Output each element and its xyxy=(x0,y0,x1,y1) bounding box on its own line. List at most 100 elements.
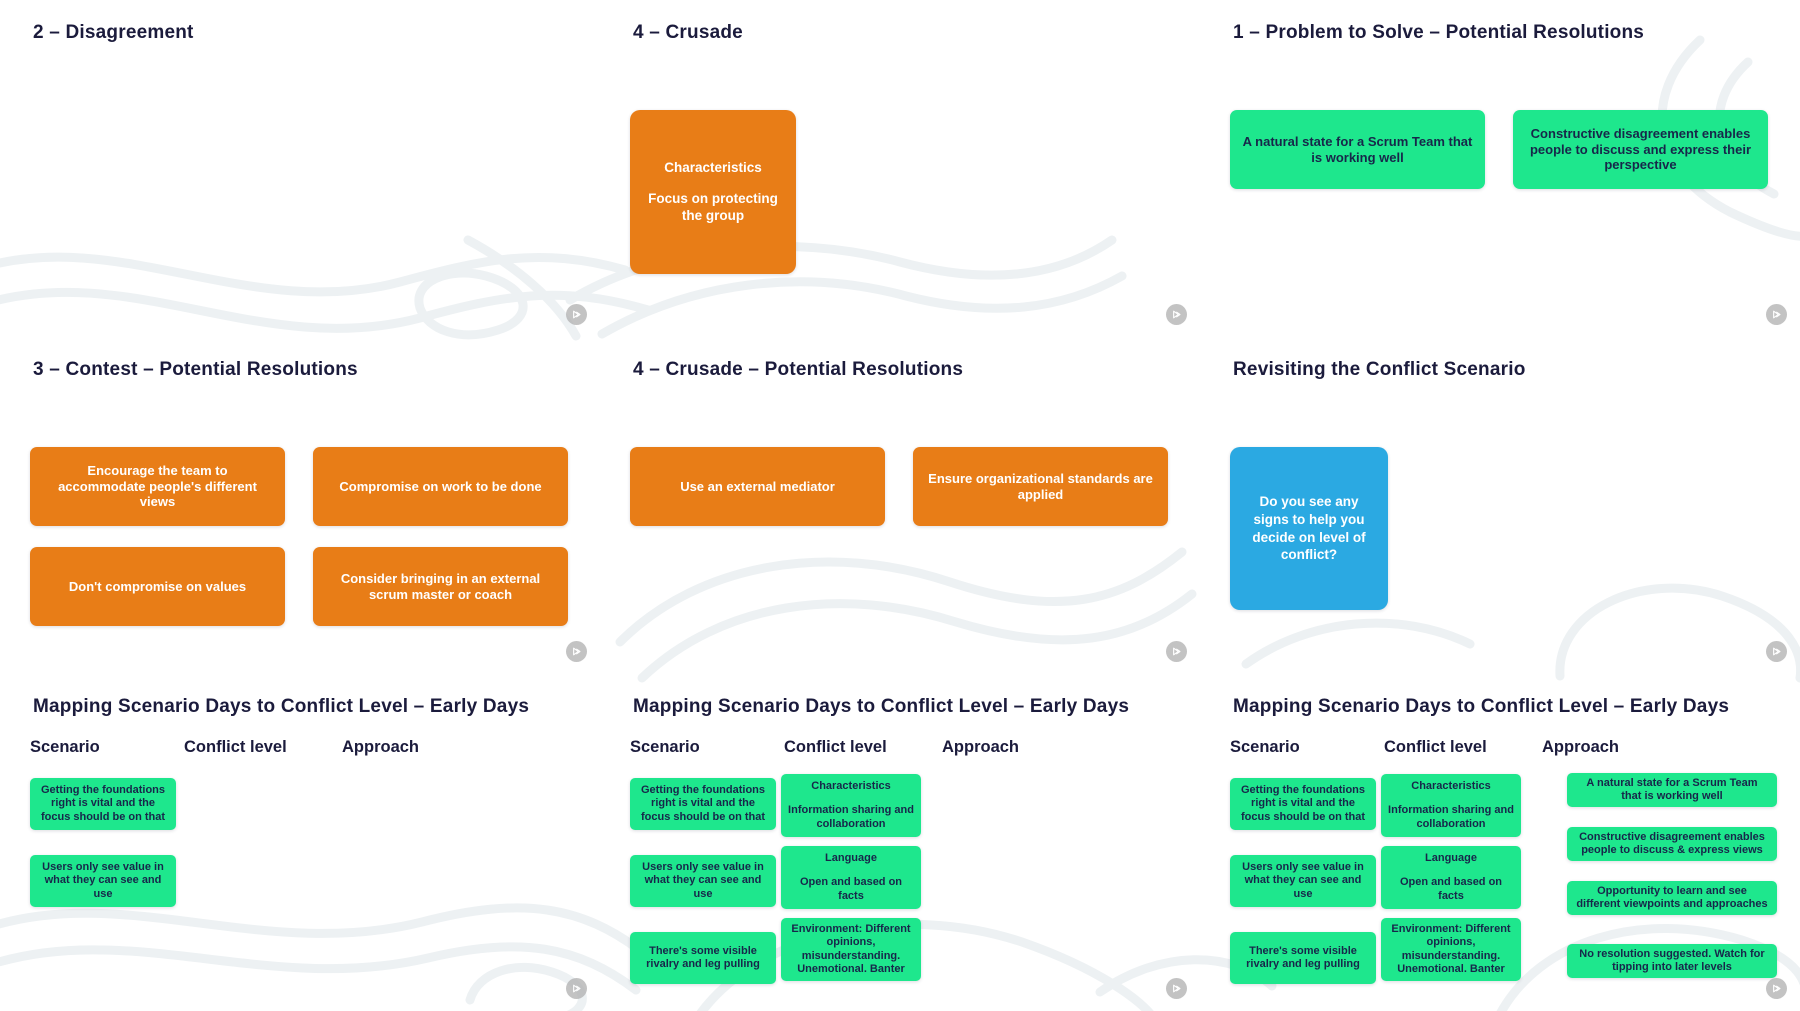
sticky-note[interactable]: Constructive disagreement enables people… xyxy=(1513,110,1768,189)
frame-title[interactable]: 1 – Problem to Solve – Potential Resolut… xyxy=(1233,22,1645,43)
sticky-note-text: Users only see value in what they can se… xyxy=(642,861,764,900)
sticky-note[interactable]: Do you see any signs to help you decide … xyxy=(1230,447,1388,610)
sticky-note[interactable]: Getting the foundations right is vital a… xyxy=(30,778,176,830)
sticky-note[interactable]: There's some visible rivalry and leg pul… xyxy=(1230,932,1376,984)
sticky-note-text: Characteristics xyxy=(664,160,762,176)
sticky-note[interactable]: Users only see value in what they can se… xyxy=(1230,855,1376,907)
frame-title[interactable]: Mapping Scenario Days to Conflict Level … xyxy=(633,696,1130,717)
column-header-conflict[interactable]: Conflict level xyxy=(184,738,287,756)
frame-4-crusade-resolutions: 4 – Crusade – Potential Resolutions Use … xyxy=(600,337,1200,674)
sticky-note[interactable]: Environment: Different opinions, misunde… xyxy=(781,918,921,981)
sticky-note[interactable]: Environment: Different opinions, misunde… xyxy=(1381,918,1521,981)
sticky-note-text: Characteristics xyxy=(811,780,891,793)
sticky-note-text: Open and based on facts xyxy=(1399,876,1503,902)
sticky-note-text: Constructive disagreement enables people… xyxy=(1579,830,1765,856)
frame-title[interactable]: Revisiting the Conflict Scenario xyxy=(1233,359,1526,380)
sticky-note[interactable]: Ensure organizational standards are appl… xyxy=(913,447,1168,526)
sticky-note[interactable]: Users only see value in what they can se… xyxy=(630,855,776,907)
sticky-note-text: Environment: Different opinions, misunde… xyxy=(1391,923,1511,975)
sticky-note-text: Encourage the team to accommodate people… xyxy=(58,463,257,510)
sticky-note-text: Open and based on facts xyxy=(799,876,903,902)
frame-play-icon[interactable] xyxy=(1766,641,1787,662)
frame-play-icon[interactable] xyxy=(566,978,587,999)
sticky-note-text: Users only see value in what they can se… xyxy=(1242,861,1364,900)
sticky-note-text: No resolution suggested. Watch for tippi… xyxy=(1579,947,1765,973)
frame-title[interactable]: 4 – Crusade – Potential Resolutions xyxy=(633,359,964,380)
column-approach: A natural state for a Scrum Team that is… xyxy=(1567,773,1777,978)
frame-2-disagreement: 2 – Disagreement xyxy=(0,0,600,337)
sticky-note-text: Opportunity to learn and see different v… xyxy=(1576,884,1768,910)
sticky-note[interactable]: Users only see value in what they can se… xyxy=(30,855,176,907)
sticky-note[interactable]: Getting the foundations right is vital a… xyxy=(630,778,776,830)
sticky-note[interactable]: A natural state for a Scrum Team that is… xyxy=(1230,110,1485,189)
frame-mapping-early-days-2: Mapping Scenario Days to Conflict Level … xyxy=(600,674,1200,1011)
frame-title[interactable]: 4 – Crusade xyxy=(633,22,743,43)
frame-play-icon[interactable] xyxy=(1766,304,1787,325)
column-header-conflict[interactable]: Conflict level xyxy=(784,738,887,756)
sticky-note[interactable]: Don't compromise on values xyxy=(30,547,285,626)
column-header-conflict[interactable]: Conflict level xyxy=(1384,738,1487,756)
column-header-scenario[interactable]: Scenario xyxy=(630,738,700,756)
sticky-note-text: A natural state for a Scrum Team that is… xyxy=(1586,776,1758,802)
sticky-note[interactable]: Constructive disagreement enables people… xyxy=(1567,827,1777,861)
sticky-note-text: Use an external mediator xyxy=(680,478,835,494)
sticky-note[interactable]: Opportunity to learn and see different v… xyxy=(1567,881,1777,915)
column-header-scenario[interactable]: Scenario xyxy=(1230,738,1300,756)
frame-play-icon[interactable] xyxy=(1766,978,1787,999)
sticky-note[interactable]: Getting the foundations right is vital a… xyxy=(1230,778,1376,830)
frame-title[interactable]: Mapping Scenario Days to Conflict Level … xyxy=(1233,696,1730,717)
sticky-note-text: Do you see any signs to help you decide … xyxy=(1252,494,1366,563)
frame-mapping-early-days-1: Mapping Scenario Days to Conflict Level … xyxy=(0,674,600,1011)
sticky-note-text: Don't compromise on values xyxy=(68,578,247,594)
column-scenario: Getting the foundations right is vital a… xyxy=(30,778,176,907)
sticky-note[interactable]: Encourage the team to accommodate people… xyxy=(30,447,285,526)
sticky-note-text: Constructive disagreement enables people… xyxy=(1529,126,1752,173)
sticky-note-text: A natural state for a Scrum Team that is… xyxy=(1242,133,1473,165)
frame-play-icon[interactable] xyxy=(566,304,587,325)
frame-play-icon[interactable] xyxy=(1166,641,1187,662)
frame-mapping-early-days-3: Mapping Scenario Days to Conflict Level … xyxy=(1200,674,1800,1011)
sticky-note-text: Getting the foundations right is vital a… xyxy=(40,784,166,823)
frame-play-icon[interactable] xyxy=(1166,978,1187,999)
sticky-note[interactable]: There's some visible rivalry and leg pul… xyxy=(630,932,776,984)
sticky-note-text: Users only see value in what they can se… xyxy=(42,861,164,900)
frame-title[interactable]: 3 – Contest – Potential Resolutions xyxy=(33,359,358,380)
sticky-note[interactable]: Consider bringing in an external scrum m… xyxy=(313,547,568,626)
column-scenario: Getting the foundations right is vital a… xyxy=(1230,778,1376,984)
sticky-note[interactable]: Use an external mediator xyxy=(630,447,885,526)
sticky-note-text: Ensure organizational standards are appl… xyxy=(928,470,1153,502)
sticky-note-text: Language xyxy=(1425,852,1477,865)
column-header-approach[interactable]: Approach xyxy=(342,738,420,756)
sticky-note-text: Information sharing and collaboration xyxy=(1388,804,1514,830)
frame-play-icon[interactable] xyxy=(1166,304,1187,325)
sticky-note-text: Environment: Different opinions, misunde… xyxy=(791,923,911,975)
sticky-note-text: Consider bringing in an external scrum m… xyxy=(340,570,541,602)
sticky-note-text: Characteristics xyxy=(1411,780,1491,793)
frame-sticky-area: Encourage the team to accommodate people… xyxy=(30,447,570,626)
frame-title[interactable]: 2 – Disagreement xyxy=(33,22,194,43)
column-header-approach[interactable]: Approach xyxy=(1542,738,1620,756)
sticky-note[interactable]: A natural state for a Scrum Team that is… xyxy=(1567,773,1777,807)
column-header-approach[interactable]: Approach xyxy=(942,738,1020,756)
frame-play-icon[interactable] xyxy=(566,641,587,662)
sticky-note-text: Language xyxy=(825,852,877,865)
frame-title[interactable]: Mapping Scenario Days to Conflict Level … xyxy=(33,696,530,717)
frame-sticky-area: Do you see any signs to help you decide … xyxy=(1230,447,1770,610)
sticky-note-text: Getting the foundations right is vital a… xyxy=(1240,784,1366,823)
frame-revisiting-conflict-scenario: Revisiting the Conflict Scenario Do you … xyxy=(1200,337,1800,674)
sticky-note-text: There's some visible rivalry and leg pul… xyxy=(1246,944,1360,970)
sticky-note[interactable]: No resolution suggested. Watch for tippi… xyxy=(1567,944,1777,978)
sticky-note[interactable]: Compromise on work to be done xyxy=(313,447,568,526)
column-header-scenario[interactable]: Scenario xyxy=(30,738,100,756)
